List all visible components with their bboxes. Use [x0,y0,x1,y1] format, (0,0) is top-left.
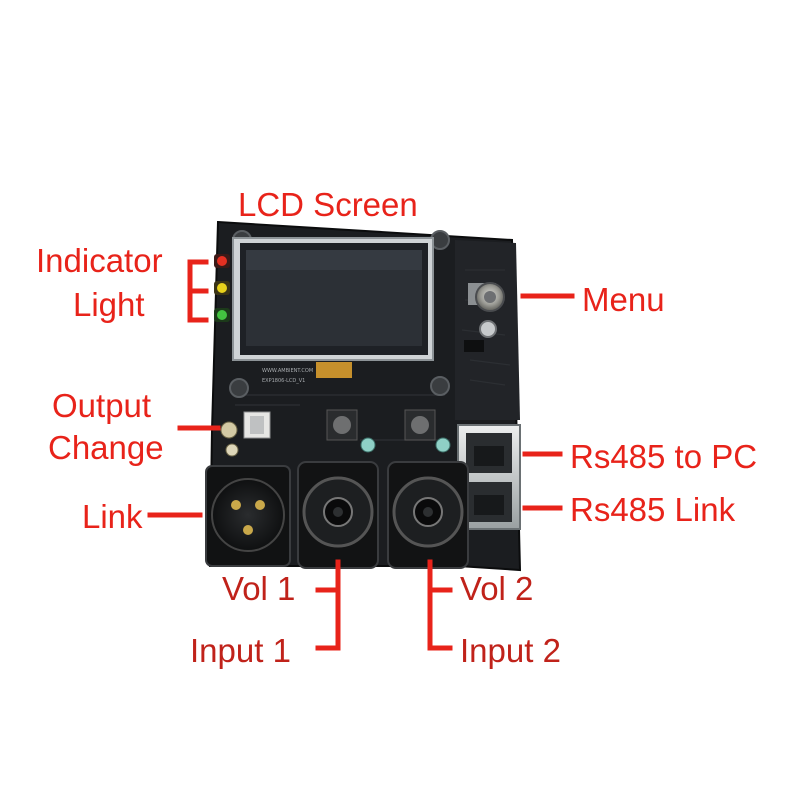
label-output-line2: Change [48,429,164,466]
red-led [217,256,227,266]
label-output-line1: Output [52,387,152,424]
indicator-leds [214,254,230,322]
label-input1: Input 1 [190,632,291,669]
yellow-led [217,283,227,293]
xlr-connector-icon [205,465,291,567]
label-vol2: Vol 2 [460,570,534,607]
svg-text:EXP1806-LCD_V1: EXP1806-LCD_V1 [262,378,305,384]
label-indicator-line1: Indicator [36,242,163,279]
label-rs485-link: Rs485 Link [570,491,736,528]
callout-lines [147,259,575,651]
label-menu: Menu [582,281,665,318]
svg-text:WWW.AMBIENT.COM: WWW.AMBIENT.COM [262,368,313,374]
potentiometer-icon [326,409,451,453]
label-link: Link [82,498,143,535]
lcd-display-icon: WWW.AMBIENT.COM EXP1806-LCD_V1 [232,237,434,384]
title-lcd-screen: LCD Screen [238,186,418,223]
rotary-encoder-icon [464,282,505,352]
label-indicator-line2: Light [73,286,145,323]
label-vol1: Vol 1 [222,570,296,607]
label-input2: Input 2 [460,632,561,669]
green-led [217,310,227,320]
combo-jack-icon [297,461,469,569]
label-rs485-pc: Rs485 to PC [570,438,758,475]
output-switch [220,411,271,457]
